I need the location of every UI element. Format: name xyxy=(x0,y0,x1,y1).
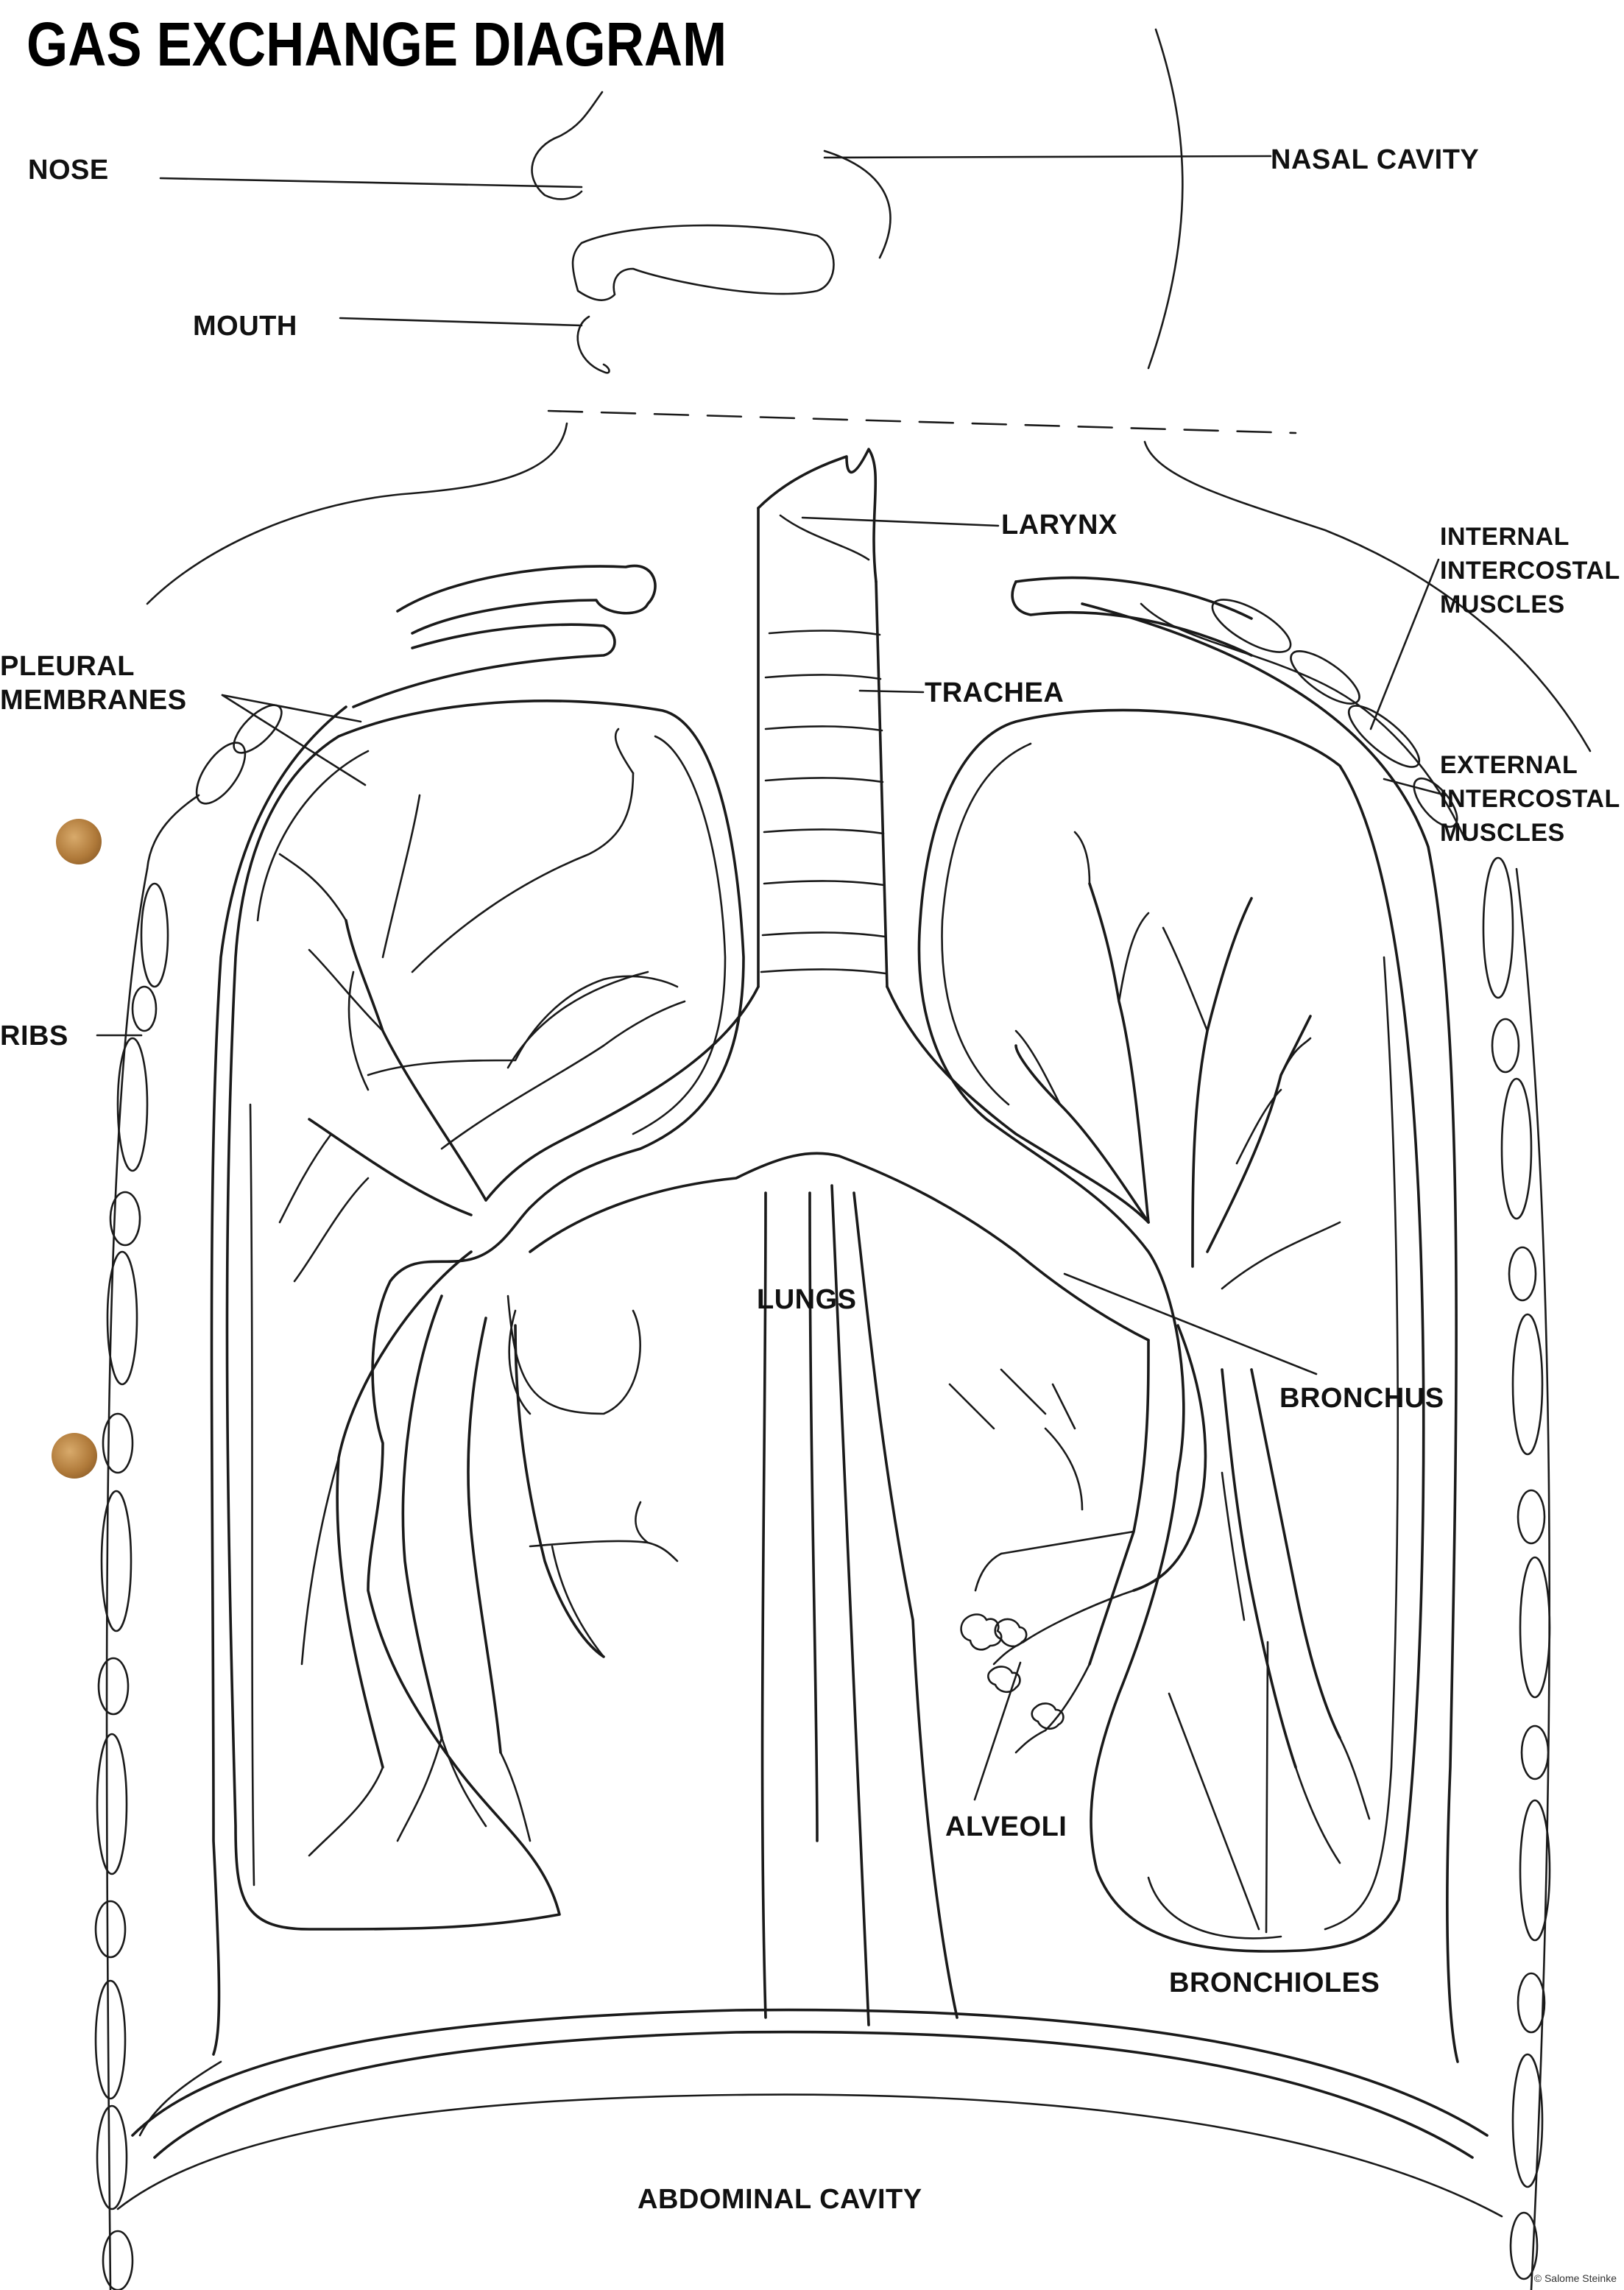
trachea xyxy=(484,448,1150,1342)
leader-alveoli xyxy=(973,1661,1022,1801)
label-mouth: MOUTH xyxy=(193,311,297,342)
copyright-credit: © Salome Steinke xyxy=(1533,2272,1617,2284)
label-nose: NOSE xyxy=(28,155,109,186)
label-nasal-cavity: NASAL CAVITY xyxy=(1271,144,1480,175)
left-lung xyxy=(225,700,745,1931)
leader-larynx xyxy=(801,516,1000,527)
leader-bronchioles-2 xyxy=(1265,1641,1269,1934)
leader-mouth xyxy=(339,317,583,327)
mediastinum xyxy=(760,1184,958,2026)
left-upper-lobe-lines xyxy=(367,727,686,1150)
label-abdominal-cavity: ABDOMINAL CAVITY xyxy=(638,2184,922,2215)
right-lung xyxy=(917,708,1425,1953)
ribs-left xyxy=(94,704,283,2290)
leader-pleural-1 xyxy=(221,694,362,723)
chest-wall-inner xyxy=(210,602,1459,2063)
leader-bronchioles-1 xyxy=(1168,1692,1260,1931)
left-bronchial-tree xyxy=(278,853,679,1857)
page-title: GAS EXCHANGE DIAGRAM xyxy=(27,10,727,79)
diaphragm xyxy=(116,2008,1503,2218)
label-pleural-membranes: PLEURAL MEMBRANES xyxy=(0,651,187,716)
alveoli-clusters xyxy=(960,1613,1065,1730)
torso-outline xyxy=(105,422,1592,2290)
leader-lines xyxy=(96,155,1447,1934)
leader-nose xyxy=(159,177,583,189)
leader-pleural-2 xyxy=(221,694,367,786)
ribs-right xyxy=(1211,599,1551,2280)
label-bronchus: BRONCHUS xyxy=(1279,1383,1444,1414)
head-outline xyxy=(531,28,1184,374)
label-internal-intercostal-muscles: INTERNAL INTERCOSTAL MUSCLES xyxy=(1440,523,1620,619)
label-ribs: RIBS xyxy=(0,1021,68,1051)
leader-external-intercostal xyxy=(1383,778,1447,797)
leader-internal-intercostal xyxy=(1369,558,1440,730)
label-trachea: TRACHEA xyxy=(925,677,1065,708)
upper-intercostal-bands xyxy=(352,564,1466,841)
label-larynx: LARYNX xyxy=(1001,510,1118,540)
punch-hole-bottom xyxy=(52,1433,97,1479)
label-alveoli: ALVEOLI xyxy=(945,1811,1067,1842)
label-lungs: LUNGS xyxy=(757,1284,857,1315)
punch-hole-top xyxy=(56,819,102,864)
label-external-intercostal-muscles: EXTERNAL INTERCOSTAL MUSCLES xyxy=(1440,751,1620,847)
leader-nasal-cavity xyxy=(823,155,1272,159)
right-bronchial-tree xyxy=(948,831,1371,1864)
leader-trachea xyxy=(858,689,925,694)
leader-bronchus xyxy=(1063,1272,1318,1375)
neck-cut-line xyxy=(547,409,1297,434)
label-bronchioles: BRONCHIOLES xyxy=(1169,1967,1380,1998)
